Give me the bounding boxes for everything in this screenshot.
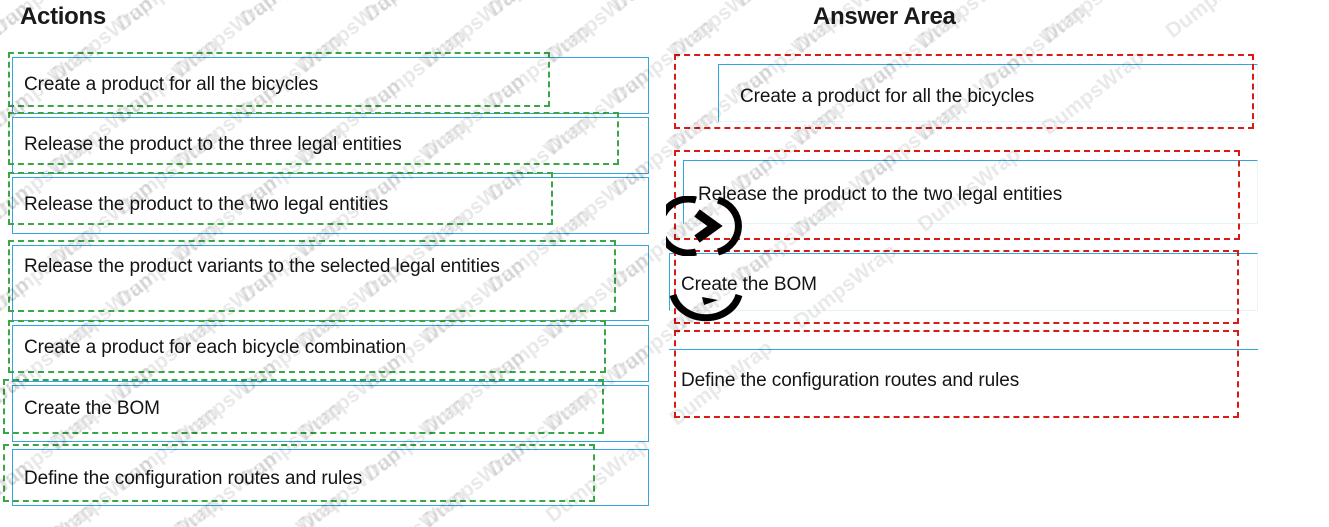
- answer-slot-1-outline: [674, 54, 1254, 129]
- action-dashed-outline: [8, 240, 616, 312]
- action-item-5-label: Create a product for each bicycle combin…: [24, 337, 407, 358]
- action-item-2-label: Release the product to the three legal e…: [24, 134, 402, 155]
- watermark-text: DumpsWrapDumpsWrapDumpsWrapDumpsWrapDump…: [0, 0, 1329, 51]
- answer-slot-2-outline: [674, 150, 1240, 240]
- answer-slot-1-label: Create a product for all the bicycles: [740, 86, 1035, 107]
- watermark-text: DumpsWrapDumpsWrapDumpsWrapDumpsWrapDump…: [0, 0, 1329, 5]
- answer-slot-1[interactable]: [718, 64, 1258, 122]
- action-item-3[interactable]: [12, 177, 649, 234]
- answer-slot-4-label: Define the configuration routes and rule…: [681, 370, 1020, 391]
- answer-slot-3-outline: [674, 250, 1239, 324]
- action-dashed-outline: [3, 379, 604, 434]
- action-dashed-outline: [8, 52, 550, 107]
- action-item-5[interactable]: [12, 325, 649, 382]
- action-dashed-outline: [8, 112, 619, 165]
- answer-slot-2[interactable]: [683, 160, 1258, 224]
- answer-slot-4[interactable]: [669, 349, 1258, 350]
- answer-slot-2-label: Release the product to the two legal ent…: [698, 184, 1063, 205]
- action-item-6-label: Create the BOM: [24, 398, 160, 419]
- answer-slot-4-outline: [674, 330, 1239, 418]
- actions-column-heading: Actions: [20, 3, 106, 30]
- circle-chevron-right-icon: [656, 195, 748, 257]
- answer-slot-3[interactable]: [669, 253, 1258, 311]
- action-item-7-label: Define the configuration routes and rule…: [24, 468, 363, 489]
- action-item-6[interactable]: [12, 385, 649, 442]
- answer-slot-3-label: Create the BOM: [681, 274, 817, 295]
- answer-area-column-heading: Answer Area: [813, 3, 956, 30]
- circle-arc-bottom-icon: [666, 291, 746, 335]
- action-dashed-outline: [8, 172, 553, 225]
- action-dashed-outline: [3, 444, 595, 502]
- action-item-1-label: Create a product for all the bicycles: [24, 74, 319, 95]
- action-item-7[interactable]: [12, 449, 649, 506]
- action-item-4-label: Release the product variants to the sele…: [24, 256, 500, 277]
- action-item-3-label: Release the product to the two legal ent…: [24, 194, 389, 215]
- action-dashed-outline: [8, 320, 606, 373]
